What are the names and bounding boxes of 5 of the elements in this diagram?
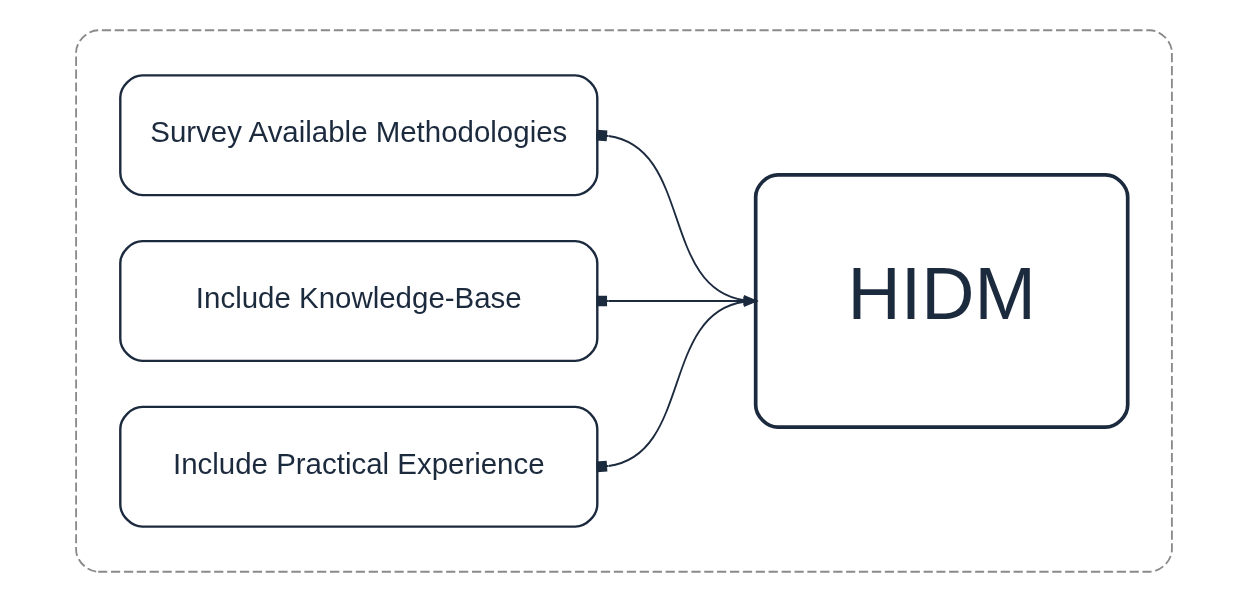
cluster	[75, 29, 1173, 573]
node-box: HIDM	[753, 173, 1130, 429]
node-box: Include Practical Experience	[119, 405, 599, 528]
node-box: Survey Available Methodologies	[119, 74, 599, 197]
node-box: Include Knowledge-Base	[119, 239, 599, 363]
